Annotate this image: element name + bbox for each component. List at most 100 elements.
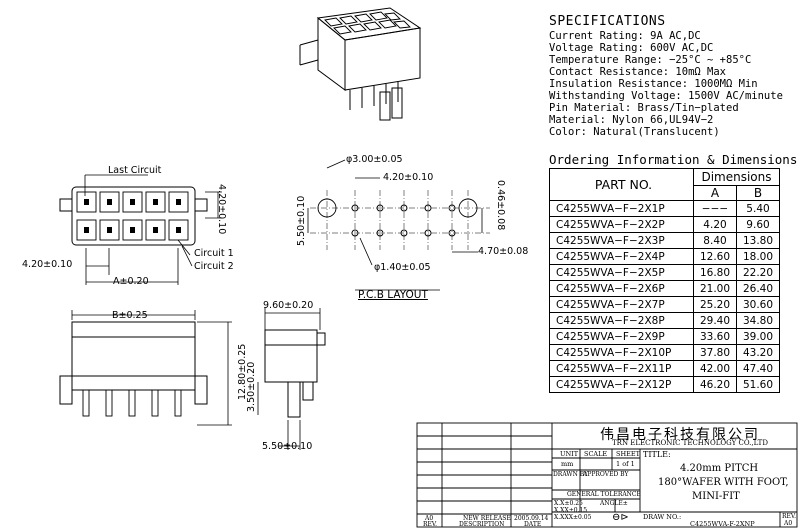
description-label: DESCRIPTION xyxy=(459,521,505,528)
spec-color: Color: Natural(Translucent) xyxy=(549,126,720,138)
label-pcb-phi140: φ1.40±0.05 xyxy=(374,262,431,273)
title-block-frame xyxy=(416,422,798,528)
title-line-1: 4.20mm PITCH xyxy=(680,463,759,474)
dimension-a-cell: 25.20 xyxy=(693,296,737,313)
label-pcb-046: 0.46±0.08 xyxy=(495,180,506,231)
company-name-english: TRN ELECTRONIC TECHNOLOGY CO.,LTD xyxy=(612,439,768,447)
spec-pin-material: Pin Material: Brass/Tin−plated xyxy=(549,102,739,114)
draw-no-label: DRAW NO.: xyxy=(643,513,682,521)
front-view xyxy=(59,174,222,285)
part-number-cell: C4255WVA−F−2X7P xyxy=(549,296,694,313)
part-number-cell: C4255WVA−F−2X12P xyxy=(549,376,694,393)
spec-material: Material: Nylon 66,UL94V−2 xyxy=(549,114,714,126)
part-number-cell: C4255WVA−F−2X10P xyxy=(549,344,694,361)
label-dim-420-horizontal: 4.20±0.10 xyxy=(22,259,73,270)
header-a: A xyxy=(693,185,737,201)
dimension-b-cell: 22.20 xyxy=(736,264,780,281)
tolerance-2: X.XX±0.15 xyxy=(554,507,588,514)
release-text: NEW RELEASE xyxy=(463,515,511,522)
approved-by-label: APPROVED BY xyxy=(583,471,629,478)
dimension-a-cell: 46.20 xyxy=(693,376,737,393)
tolerance-1: X.X±0.25 xyxy=(554,500,583,507)
rev-label-2: REV. xyxy=(782,513,797,520)
spec-temperature-range: Temperature Range: −25°C ~ +85°C xyxy=(549,54,752,66)
part-number-cell: C4255WVA−F−2X3P xyxy=(549,232,694,249)
part-number-cell: C4255WVA−F−2X5P xyxy=(549,264,694,281)
dimension-a-cell: 29.40 xyxy=(693,312,737,329)
dimension-a-cell: 21.00 xyxy=(693,280,737,297)
dimension-a-cell: −−− xyxy=(693,200,737,217)
label-circuit-1: Circuit 1 xyxy=(194,248,234,259)
dimension-b-cell: 18.00 xyxy=(736,248,780,265)
draw-no-value: C4255WVA-F-2XNP xyxy=(690,520,755,528)
title-label: TITLE: xyxy=(643,450,671,459)
dimension-b-cell: 51.60 xyxy=(736,376,780,393)
isometric-connector-view xyxy=(299,7,422,121)
label-dim-550-bottom: 5.50±0.10 xyxy=(262,441,313,452)
part-number-cell: C4255WVA−F−2X1P xyxy=(549,200,694,217)
unit-value: mm xyxy=(561,460,574,468)
part-number-cell: C4255WVA−F−2X4P xyxy=(549,248,694,265)
part-number-cell: C4255WVA−F−2X9P xyxy=(549,328,694,345)
drawn-by-label: DRAWN BY xyxy=(553,471,589,478)
title-line-2: 180°WAFER WITH FOOT, xyxy=(658,477,789,488)
tolerance-3: X.XXX±0.05 xyxy=(554,514,592,521)
table-row: C4255WVA−F−2X1P−−−5.40 xyxy=(549,200,780,217)
release-rev-value: A0 xyxy=(425,515,434,522)
bottom-front-view xyxy=(59,310,232,426)
part-number-cell: C4255WVA−F−2X8P xyxy=(549,312,694,329)
release-date: 2005.09.14 xyxy=(514,515,549,522)
label-dim-350: 3.50±0.20 xyxy=(246,361,257,412)
part-number-cell: C4255WVA−F−2X11P xyxy=(549,360,694,377)
header-part-no: PART NO. xyxy=(549,168,694,201)
dimension-b-cell: 5.40 xyxy=(736,200,780,217)
rev-label: REV. xyxy=(423,521,438,528)
general-tolerance-label: GENERAL TOLERANCE xyxy=(567,491,641,498)
dimension-a-cell: 12.60 xyxy=(693,248,737,265)
projection-symbol-icon: ⊖⊳ xyxy=(612,512,629,523)
label-dim-960: 9.60±0.20 xyxy=(263,300,314,311)
dimension-b-cell: 39.00 xyxy=(736,328,780,345)
spec-contact-resistance: Contact Resistance: 10mΩ Max xyxy=(549,66,727,78)
dimension-b-cell: 30.60 xyxy=(736,296,780,313)
label-dim-b: B±0.25 xyxy=(112,310,148,321)
dimension-b-cell: 34.80 xyxy=(736,312,780,329)
dimension-b-cell: 47.40 xyxy=(736,360,780,377)
dimension-a-cell: 37.80 xyxy=(693,344,737,361)
dimension-b-cell: 43.20 xyxy=(736,344,780,361)
pcb-layout xyxy=(307,159,490,291)
ordering-dimensions-table: PART NO. Dimensions A B C4255WVA−F−2X1P−… xyxy=(549,168,780,393)
label-pcb-layout: P.C.B LAYOUT xyxy=(358,289,428,301)
dimension-b-cell: 26.40 xyxy=(736,280,780,297)
header-dimensions: Dimensions xyxy=(693,168,780,186)
label-last-circuit: Last Circuit xyxy=(108,165,162,176)
part-number-cell: C4255WVA−F−2X6P xyxy=(549,280,694,297)
specifications-title: SPECIFICATIONS xyxy=(549,14,666,29)
sheet-value: 1 of 1 xyxy=(616,460,635,468)
dimension-a-cell: 4.20 xyxy=(693,216,737,233)
rev-value-2: A0 xyxy=(784,520,793,527)
title-line-3: MINI-FIT xyxy=(692,491,740,502)
spec-current-rating: Current Rating: 9A AC,DC xyxy=(549,30,701,42)
label-dim-a: A±0.20 xyxy=(113,276,149,287)
dimension-a-cell: 33.60 xyxy=(693,328,737,345)
dimension-a-cell: 42.00 xyxy=(693,360,737,377)
angle-label: ANGLE± xyxy=(600,500,628,507)
label-circuit-2: Circuit 2 xyxy=(194,261,234,272)
ordering-title: Ordering Information & Dimensions xyxy=(549,152,798,167)
part-number-cell: C4255WVA−F−2X2P xyxy=(549,216,694,233)
dimension-a-cell: 8.40 xyxy=(693,232,737,249)
spec-voltage-rating: Voltage Rating: 600V AC,DC xyxy=(549,42,714,54)
